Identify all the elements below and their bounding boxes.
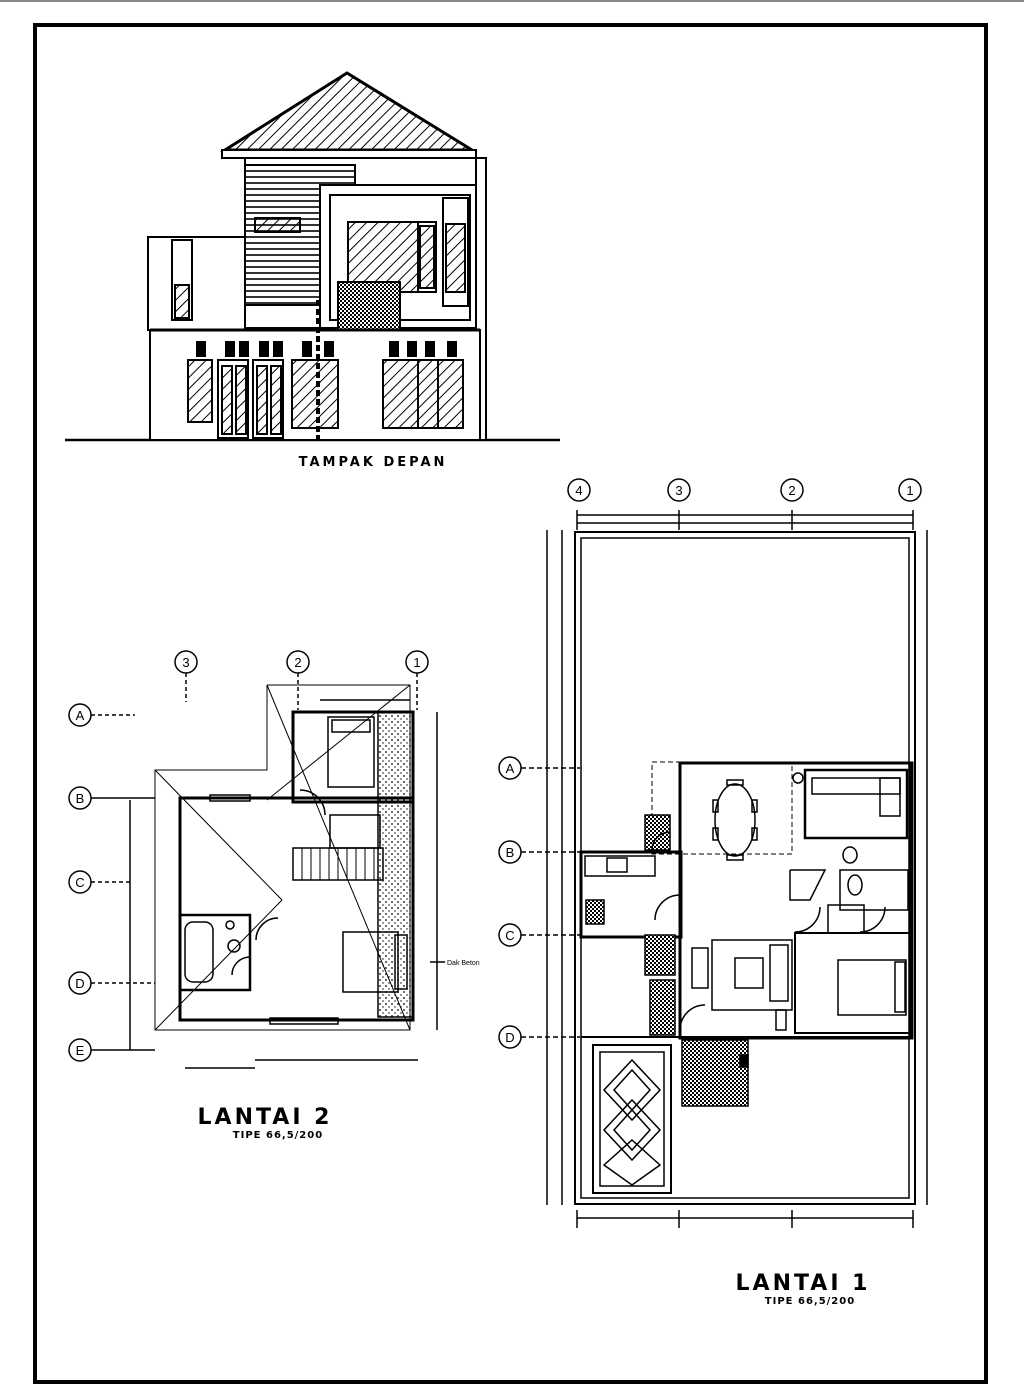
grid-row-label: C — [75, 875, 84, 890]
grid-row-label: A — [506, 761, 515, 776]
grid-col-label: 2 — [294, 655, 301, 670]
floor1-grid-labels: 4 3 2 1 A B C D — [505, 483, 913, 1045]
grid-col-label: 1 — [413, 655, 420, 670]
grid-row-label: C — [505, 928, 514, 943]
grid-col-label: 4 — [575, 483, 582, 498]
grid-col-label: 2 — [788, 483, 795, 498]
grid-row-label: B — [76, 791, 85, 806]
floor1-plan — [498, 478, 928, 1228]
front-elevation — [65, 71, 560, 442]
grid-col-label: 1 — [906, 483, 913, 498]
floor2-plan — [68, 650, 445, 1069]
slab-note: Dak Beton — [447, 960, 480, 967]
floor2-subtitle: TIPE 66,5/200 — [233, 1130, 323, 1141]
floor2-grid-labels: 3 2 1 A B C D E Dak Beton — [75, 655, 479, 1058]
grid-row-label: B — [506, 845, 515, 860]
floor1-subtitle: TIPE 66,5/200 — [765, 1296, 855, 1307]
floor1-title: LANTAI 1 — [736, 1271, 871, 1296]
grid-row-label: D — [505, 1030, 514, 1045]
grid-row-label: A — [76, 708, 85, 723]
grid-col-label: 3 — [182, 655, 189, 670]
floor2-title: LANTAI 2 — [198, 1105, 333, 1130]
grid-row-label: E — [76, 1043, 85, 1058]
elevation-title: TAMPAK DEPAN — [299, 455, 448, 470]
sheet-border — [33, 23, 988, 1384]
grid-row-label: D — [75, 976, 84, 991]
grid-col-label: 3 — [675, 483, 682, 498]
